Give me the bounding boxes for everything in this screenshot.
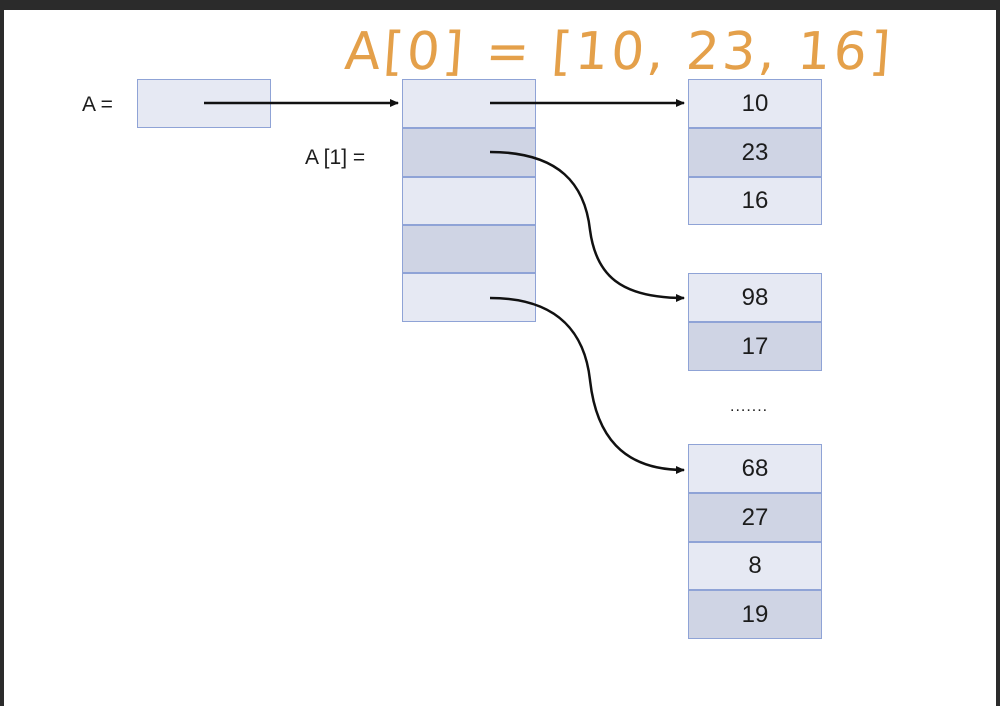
row-pointer-4 <box>402 273 536 322</box>
pointer-a <box>137 79 271 128</box>
arrayn-cell: 19 <box>688 590 822 639</box>
arrayn-cell: 8 <box>688 542 822 590</box>
row-pointer-1 <box>402 128 536 177</box>
row-pointer-0 <box>402 79 536 128</box>
array1-cell: 17 <box>688 322 822 371</box>
array0-cell: 23 <box>688 128 822 177</box>
label-a: A = <box>82 93 113 116</box>
array0-cell: 10 <box>688 79 822 128</box>
array1-cell: 98 <box>688 273 822 322</box>
row-pointer-2 <box>402 177 536 225</box>
ellipsis: ....... <box>730 398 769 415</box>
arrayn-cell: 27 <box>688 493 822 542</box>
arrayn-cell: 68 <box>688 444 822 493</box>
handwritten-annotation: A[0] = [10, 23, 16] <box>342 22 896 82</box>
label-a1: A [1] = <box>305 146 366 169</box>
row-pointer-3 <box>402 225 536 273</box>
array0-cell: 16 <box>688 177 822 225</box>
